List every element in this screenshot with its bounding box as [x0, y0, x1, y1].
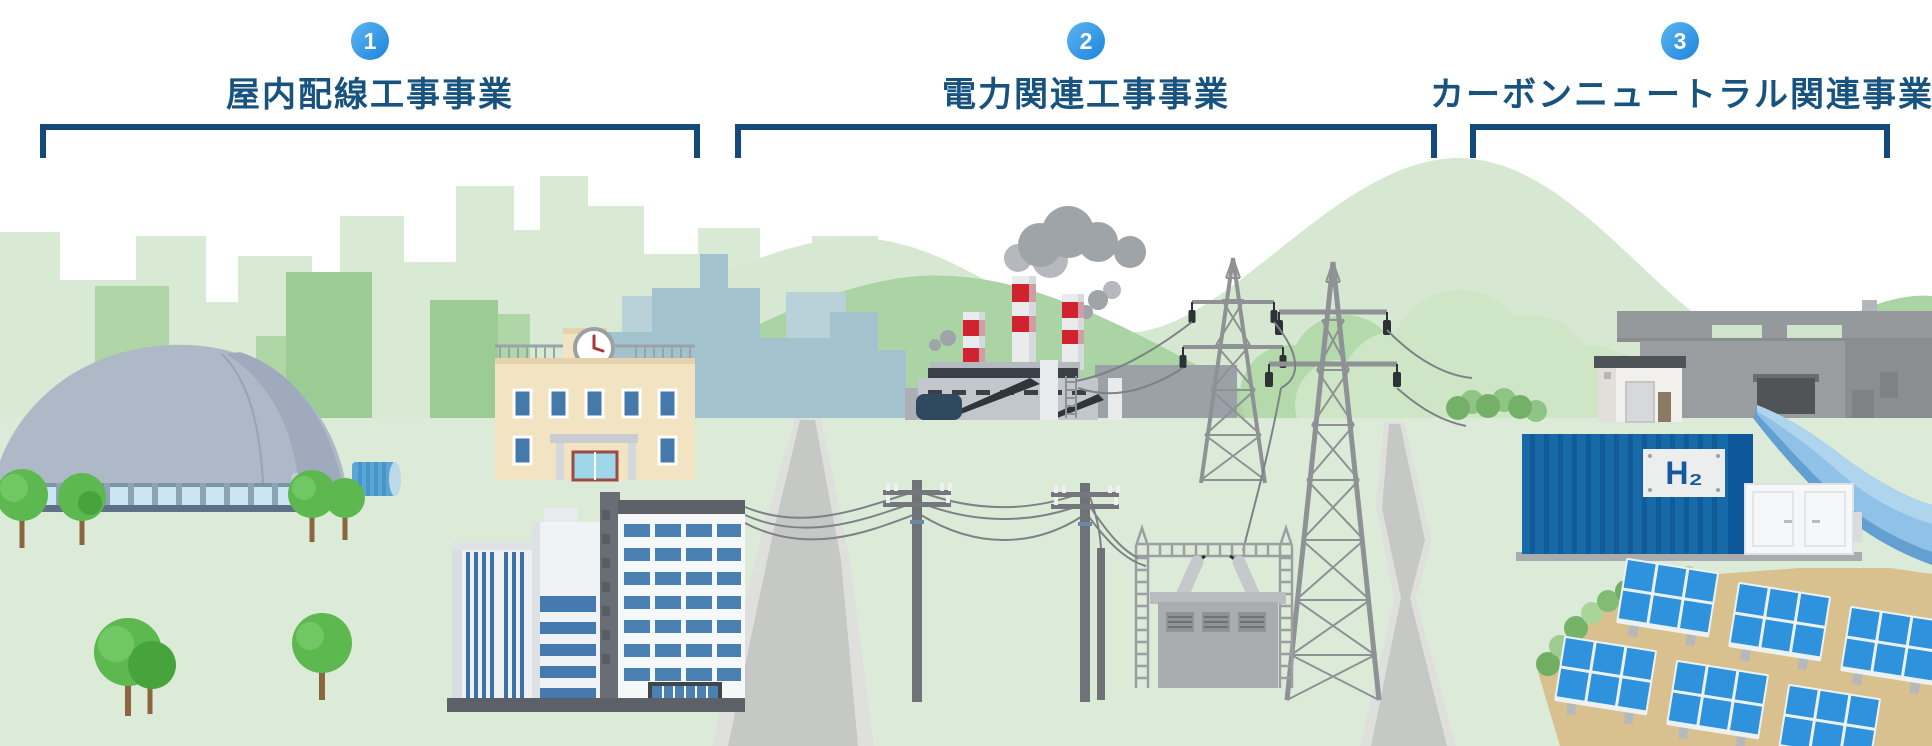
city-energy-illustration: H₂ [0, 157, 1932, 746]
container-doors [1744, 483, 1862, 555]
transmission-tower-right [1265, 261, 1401, 701]
smoke-clouds [929, 206, 1146, 351]
section-carbon-neutral: 3 カーボンニュートラル関連事業 [1430, 22, 1932, 116]
office-buildings [447, 492, 745, 712]
section-1-bracket [40, 124, 700, 158]
section-3-badge: 3 [1661, 22, 1699, 60]
utility-poles [744, 480, 1147, 702]
trees-front [94, 613, 352, 716]
section-2-badge: 2 [1067, 22, 1105, 60]
smokestacks [963, 276, 1084, 378]
forest-strip [1446, 388, 1547, 422]
section-3-title: カーボンニュートラル関連事業 [1430, 76, 1932, 114]
h2-storage-container: H₂ [1516, 434, 1862, 561]
section-2-number: 2 [1079, 28, 1093, 54]
transformer-substation [1134, 524, 1294, 688]
pump-house [1594, 356, 1686, 423]
solar-panel-array [1554, 558, 1932, 746]
section-1-title: 屋内配線工事事業 [226, 76, 514, 114]
dam [1617, 300, 1932, 418]
transmission-tower-left [1179, 257, 1287, 484]
gas-tank [352, 462, 401, 496]
road-right [1360, 422, 1456, 746]
section-1-number: 1 [363, 28, 377, 54]
section-indoor-wiring: 1 屋内配線工事事業 [40, 22, 700, 116]
plant-mast [1065, 376, 1077, 418]
section-2-bracket [735, 124, 1437, 158]
road-left [712, 418, 874, 746]
section-power-works: 2 電力関連工事事業 [735, 22, 1437, 116]
section-2-title: 電力関連工事事業 [942, 76, 1230, 114]
high-voltage-wires [1075, 321, 1473, 552]
section-1-badge: 1 [351, 22, 389, 60]
h2-sign: H₂ [1643, 449, 1725, 497]
solar-farm [1536, 558, 1932, 746]
section-3-number: 3 [1673, 28, 1687, 54]
trees-back [0, 469, 365, 548]
dome-arena [0, 344, 348, 512]
school-building [495, 327, 695, 482]
distribution-wires [744, 491, 1147, 567]
section-3-bracket [1470, 124, 1890, 158]
h2-sign-text: H₂ [1665, 455, 1702, 491]
